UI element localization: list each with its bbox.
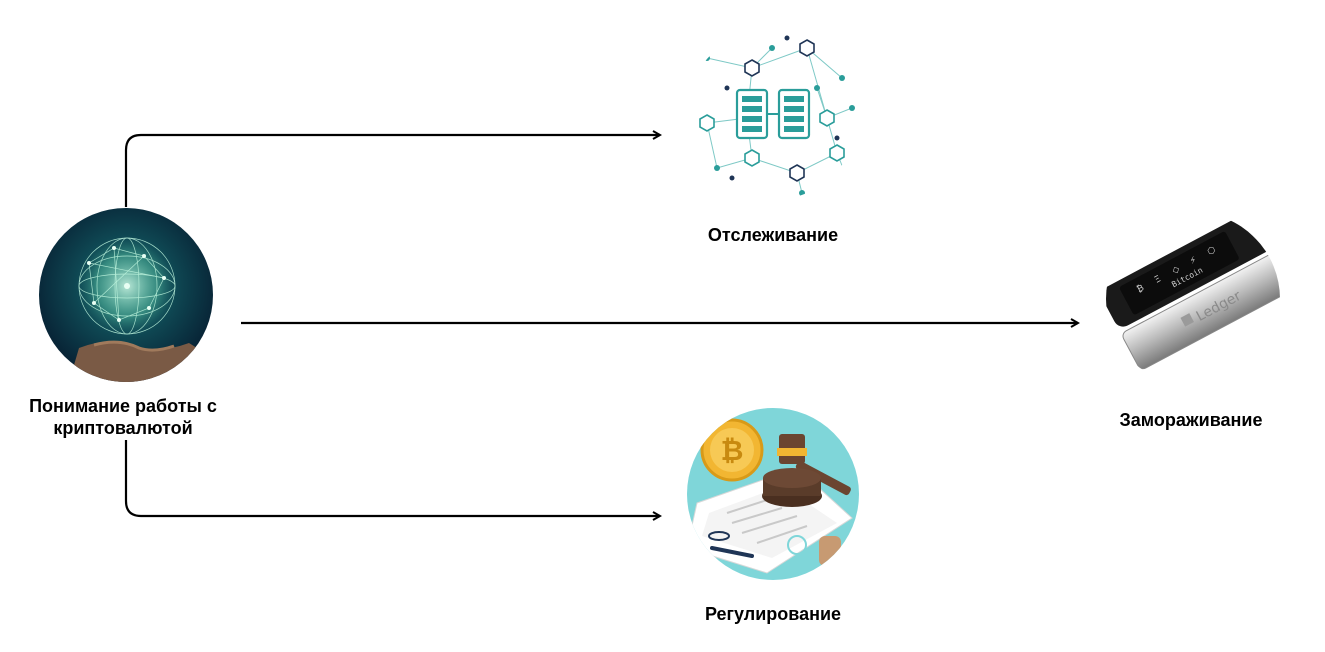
svg-text:₿: ₿ [1135,282,1146,295]
blockchain-network-icon [687,28,859,200]
svg-text:⚡: ⚡ [1188,255,1198,267]
arrow-to-regulation [124,440,660,516]
freezing-label: Замораживание [1119,410,1263,430]
tracking-node-image [687,28,859,200]
globe-in-hand-icon [39,208,213,382]
svg-text:Ξ: Ξ [1153,274,1163,285]
svg-text:◇: ◇ [1171,264,1182,276]
source-node-image [39,208,213,382]
arrow-to-tracking [124,135,660,207]
regulation-label: Регулирование [704,604,842,624]
tracking-label: Отслеживание [707,225,839,245]
svg-text:₿: ₿ [721,434,744,467]
source-label: Понимание работы с криптовалютой [29,396,217,438]
regulation-node-image: ₿ [687,408,859,580]
hardware-wallet-icon: Bitcoin ₿Ξ ◇⚡ ⬡ Ledger [1106,212,1280,386]
svg-text:⬡: ⬡ [1206,245,1218,258]
bitcoin-gavel-icon: ₿ [687,408,859,580]
freezing-node-image: Bitcoin ₿Ξ ◇⚡ ⬡ Ledger [1106,212,1280,386]
